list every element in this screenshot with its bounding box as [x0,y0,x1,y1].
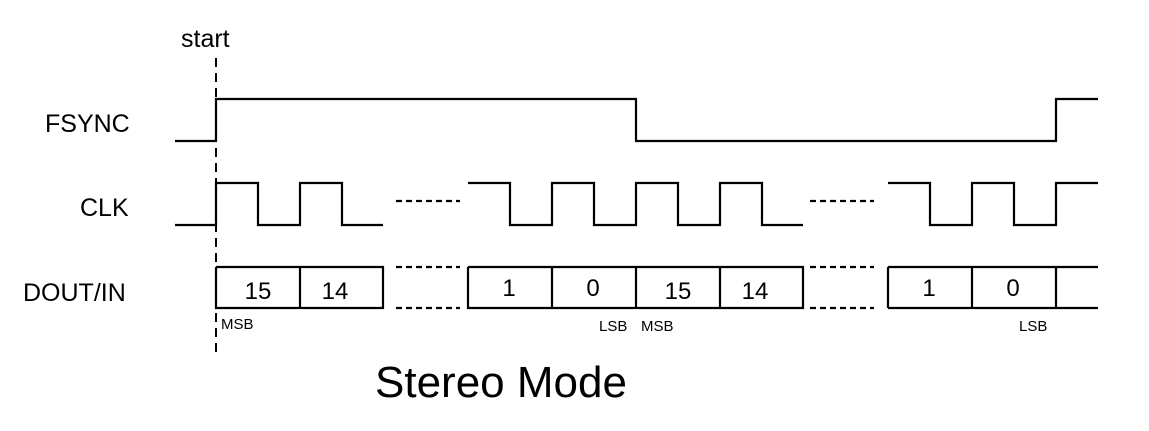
clk-waveform-segment-2 [468,181,803,227]
start-label: start [181,25,230,53]
dout-bus-segment-2 [466,265,805,310]
diagram-caption: Stereo Mode [375,358,627,407]
lsb-annotation: LSB [599,318,627,335]
bit-label: 1 [502,275,515,302]
bit-label: 0 [1006,275,1019,302]
bit-label: 14 [742,278,769,305]
bit-label: 15 [665,278,692,305]
msb-annotation: MSB [221,316,254,333]
dout-in-label: DOUT/IN [23,279,126,307]
lsb-annotation: LSB [1019,318,1047,335]
msb-annotation: MSB [641,318,674,335]
clk-waveform-segment-3 [888,181,1098,227]
fsync-label: FSYNC [45,110,130,138]
bit-label: 14 [322,278,349,305]
bit-label: 0 [586,275,599,302]
clk-waveform-segment-1 [175,181,383,227]
dout-bus-segment-3 [886,265,1098,310]
dout-bus-segment-1 [214,265,385,310]
fsync-waveform [175,97,1098,143]
clk-label: CLK [80,194,129,222]
bit-label: 1 [922,275,935,302]
bit-label: 15 [245,278,272,305]
